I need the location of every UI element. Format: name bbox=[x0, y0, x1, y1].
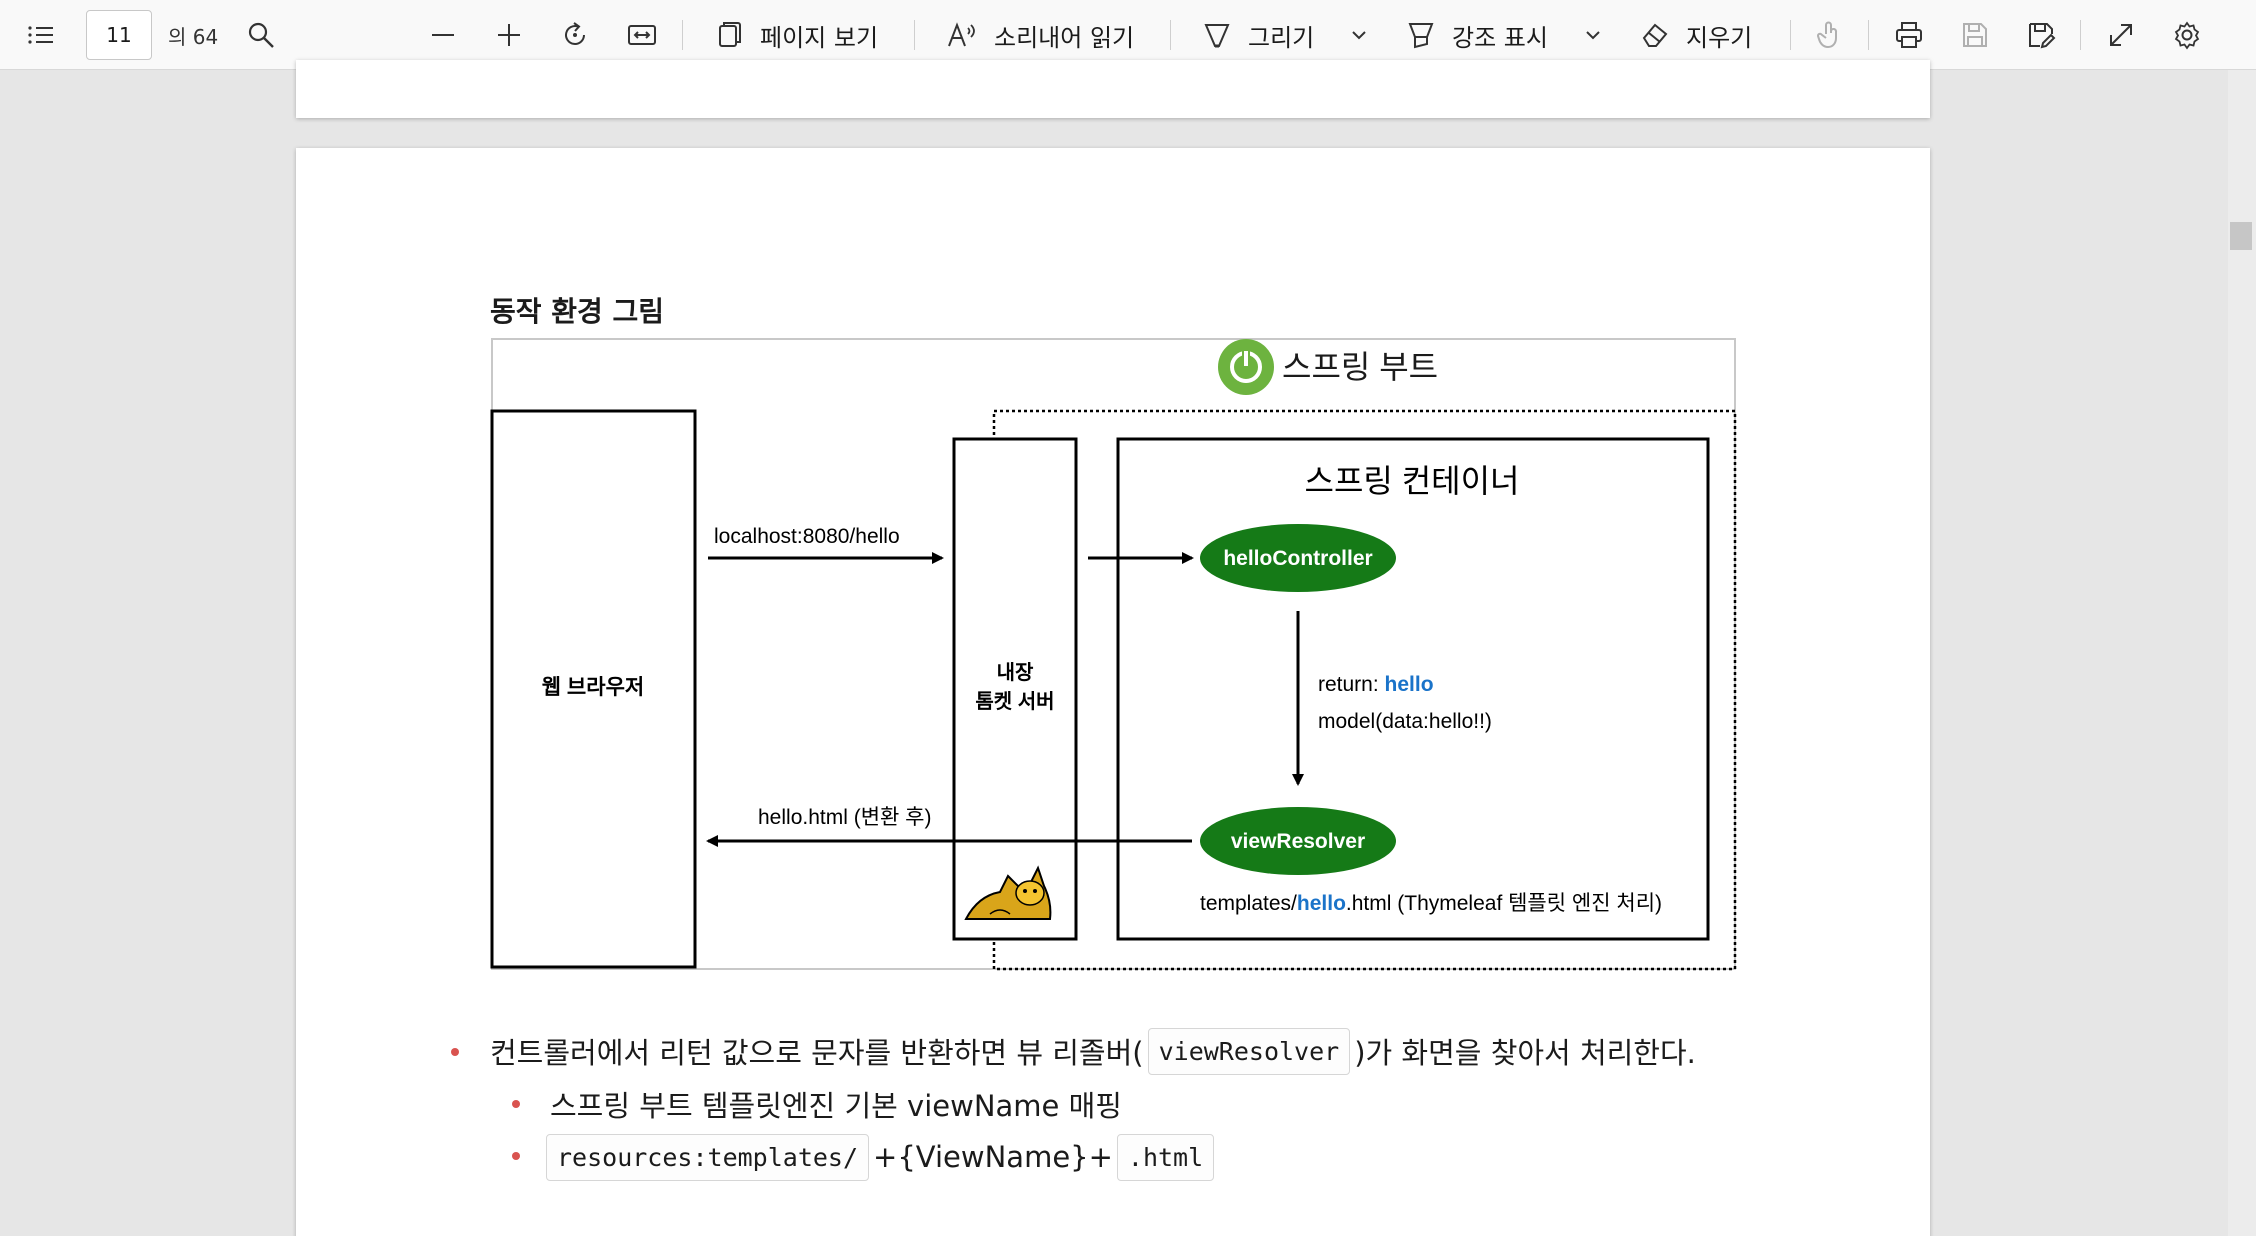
bullet-item-3: resources:templates/+{ViewName}+.html bbox=[542, 1132, 1218, 1182]
fullscreen-icon[interactable] bbox=[2106, 0, 2136, 70]
highlight-label: 강조 표시 bbox=[1452, 23, 1548, 52]
highlight-button[interactable]: 강조 표시 bbox=[1406, 0, 1548, 70]
save-icon[interactable] bbox=[1960, 0, 1990, 70]
draw-options-chevron-icon[interactable] bbox=[1348, 0, 1370, 70]
bullet-dot bbox=[451, 1048, 459, 1056]
previous-page bbox=[296, 60, 1930, 118]
toolbar-divider bbox=[914, 20, 915, 50]
template-suffix: .html (Thymeleaf 템플릿 엔진 처리) bbox=[1346, 892, 1662, 915]
bullet-2-text: 스프링 부트 템플릿엔진 기본 viewName 매핑 bbox=[550, 1089, 1122, 1123]
bullet-dot bbox=[512, 1152, 520, 1160]
toolbar-divider bbox=[2080, 20, 2081, 50]
model-text: model(data:hello!!) bbox=[1318, 710, 1492, 733]
page-total-label: 의 64 bbox=[168, 24, 219, 49]
eraser-icon bbox=[1642, 23, 1668, 47]
bullet-3-code-ext: .html bbox=[1116, 1133, 1215, 1181]
scrollbar-thumb[interactable] bbox=[2230, 222, 2252, 250]
bullet-1-text-before: 컨트롤러에서 리턴 값으로 문자를 반환하면 뷰 리졸버( bbox=[490, 1036, 1144, 1070]
section-title: 동작 환경 그림 bbox=[490, 295, 665, 328]
page-number-input[interactable]: 11 bbox=[86, 10, 152, 60]
table-of-contents-icon[interactable] bbox=[26, 0, 56, 70]
read-aloud-button[interactable]: 소리내어 읽기 bbox=[946, 0, 1134, 70]
bullet-item-2: 스프링 부트 템플릿엔진 기본 viewName 매핑 bbox=[550, 1082, 1122, 1126]
bullet-dot bbox=[512, 1100, 520, 1108]
print-icon[interactable] bbox=[1894, 0, 1924, 70]
spring-boot-logo-icon bbox=[1218, 339, 1274, 395]
erase-button[interactable]: 지우기 bbox=[1640, 0, 1752, 70]
erase-label: 지우기 bbox=[1686, 23, 1753, 52]
zoom-in-icon[interactable] bbox=[494, 0, 524, 70]
hello-controller-label: helloController bbox=[1223, 547, 1372, 570]
zoom-out-icon[interactable] bbox=[428, 0, 458, 70]
save-as-icon[interactable] bbox=[2026, 0, 2056, 70]
page-view-icon bbox=[719, 22, 741, 47]
search-icon[interactable] bbox=[246, 0, 276, 70]
highlight-options-chevron-icon[interactable] bbox=[1582, 0, 1604, 70]
page-view-button[interactable]: 페이지 보기 bbox=[714, 0, 878, 70]
spring-boot-label: 스프링 부트 bbox=[1282, 349, 1438, 385]
vertical-scrollbar[interactable] bbox=[2228, 70, 2256, 1236]
bullet-item-1: 컨트롤러에서 리턴 값으로 문자를 반환하면 뷰 리졸버(viewResolve… bbox=[490, 1027, 1696, 1075]
toolbar-divider bbox=[1170, 20, 1171, 50]
bullet-3-text: +{ViewName}+ bbox=[873, 1140, 1113, 1174]
read-aloud-label: 소리내어 읽기 bbox=[994, 23, 1135, 52]
return-value: hello bbox=[1385, 673, 1434, 696]
view-resolver-node bbox=[1200, 807, 1396, 875]
template-prefix: templates/ bbox=[1200, 892, 1297, 915]
tomcat-server-box bbox=[952, 437, 1078, 941]
bullet-1-code: viewResolver bbox=[1147, 1027, 1351, 1075]
pdf-toolbar: 11 의 64 페이지 보기 소리내어 읽기 그리기 강조 표시 지 bbox=[0, 0, 2256, 70]
draw-icon bbox=[1204, 24, 1230, 48]
return-prefix: return: bbox=[1318, 673, 1385, 696]
touch-write-icon[interactable] bbox=[1814, 0, 1844, 70]
view-resolver-label: viewResolver bbox=[1231, 830, 1365, 853]
fit-width-icon[interactable] bbox=[626, 0, 658, 70]
spring-container-label: 스프링 컨테이너 bbox=[1305, 463, 1520, 499]
return-text: return: hello bbox=[1318, 673, 1434, 696]
read-aloud-icon bbox=[948, 22, 975, 47]
hello-controller-node bbox=[1200, 524, 1396, 592]
bullet-3-code-path: resources:templates/ bbox=[546, 1133, 870, 1181]
page-view-label: 페이지 보기 bbox=[760, 23, 879, 52]
request-label: localhost:8080/hello bbox=[714, 525, 900, 548]
draw-label: 그리기 bbox=[1248, 23, 1315, 52]
web-browser-label: 웹 브라우저 bbox=[542, 676, 644, 699]
settings-gear-icon[interactable] bbox=[2172, 0, 2202, 70]
response-label: hello.html (변환 후) bbox=[758, 806, 932, 829]
web-browser-box bbox=[490, 409, 697, 969]
tomcat-label-line2: 톰켓 서버 bbox=[975, 690, 1054, 713]
bullet-1-text-after: )가 화면을 찾아서 처리한다. bbox=[1354, 1036, 1696, 1070]
architecture-diagram: 스프링 부트 웹 브라우저 내장 톰켓 서버 스프링 컨테이너 localhos… bbox=[490, 338, 1737, 971]
tomcat-label-line1: 내장 bbox=[997, 661, 1034, 684]
toolbar-divider bbox=[1790, 20, 1791, 50]
draw-button[interactable]: 그리기 bbox=[1202, 0, 1314, 70]
tomcat-cat-icon bbox=[964, 865, 1052, 920]
toolbar-divider bbox=[682, 20, 683, 50]
rotate-icon[interactable] bbox=[560, 0, 590, 70]
template-path-text: templates/hello.html (Thymeleaf 템플릿 엔진 처… bbox=[1200, 892, 1662, 915]
toolbar-divider bbox=[1868, 20, 1869, 50]
template-highlight: hello bbox=[1297, 892, 1346, 915]
highlighter-icon bbox=[1408, 23, 1434, 49]
